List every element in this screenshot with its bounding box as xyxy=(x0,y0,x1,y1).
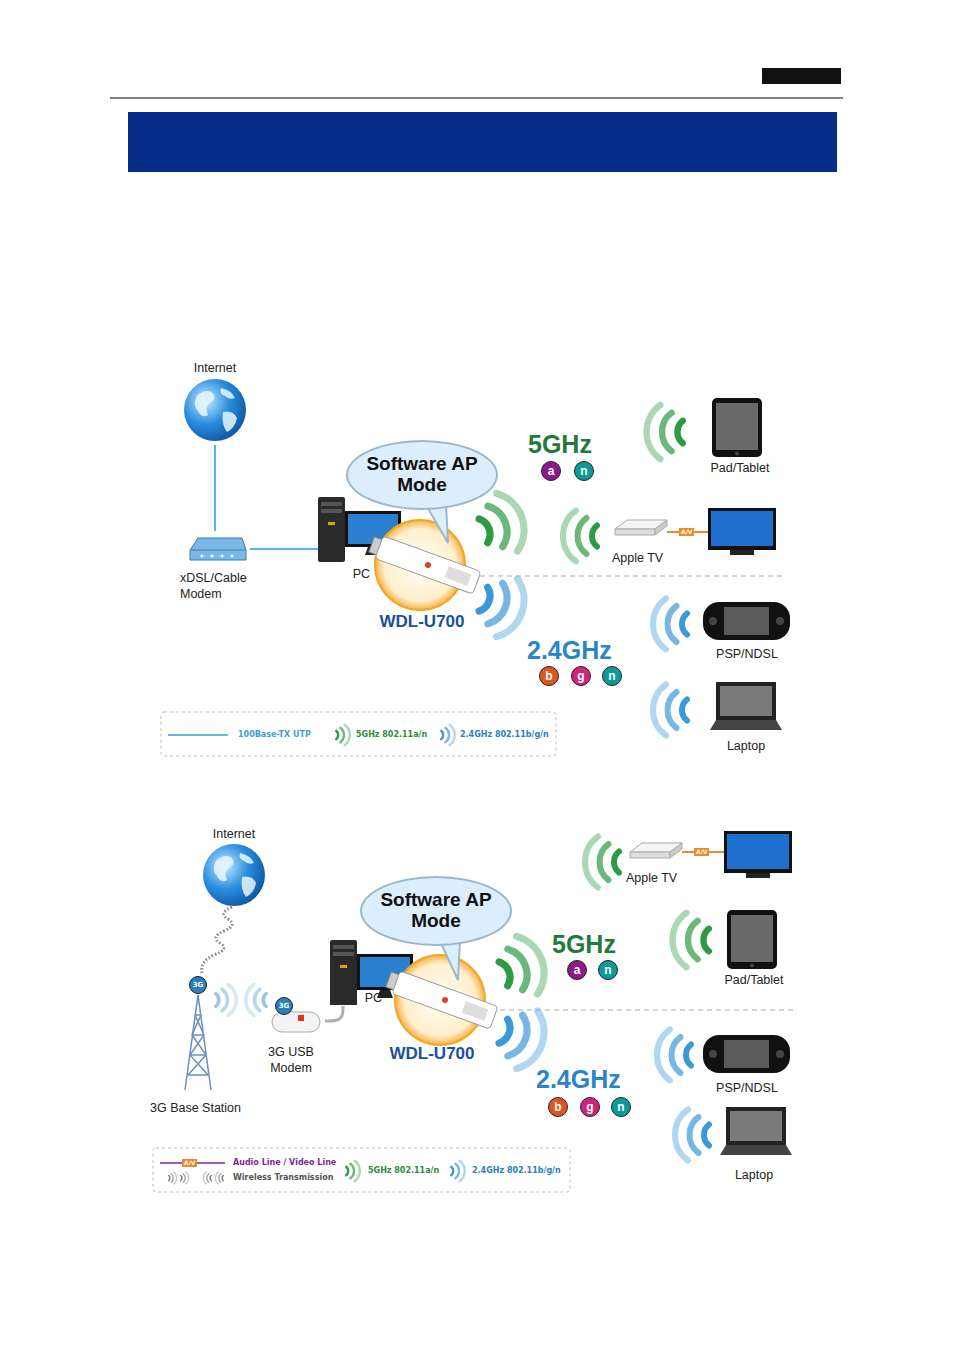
internet-globe: Internet xyxy=(202,826,266,908)
3g-badge: 3G xyxy=(189,976,207,994)
band-badge: n xyxy=(598,960,618,980)
band-badge: g xyxy=(580,1097,600,1117)
node-label: 3G Base Station xyxy=(150,1100,241,1116)
node-label: PC xyxy=(365,990,382,1006)
internet-globe: Internet xyxy=(183,360,247,445)
usb-modem-icon: 3G USB Modem xyxy=(257,1010,325,1076)
band-label: 5GHz xyxy=(528,430,592,459)
cable-tag: A/V xyxy=(679,528,694,536)
callout-bubble: Software AP Mode xyxy=(360,876,512,946)
node-label: a xyxy=(548,465,555,477)
band-badge: n xyxy=(611,1097,631,1117)
cable-tag: A/V xyxy=(182,1159,197,1167)
node-label: Apple TV xyxy=(626,870,677,886)
node-label: n xyxy=(580,465,587,477)
apple-tv-icon: Apple TV xyxy=(626,840,692,886)
node-label: Internet xyxy=(194,360,236,376)
psp-icon: PSP/NDSL xyxy=(700,1032,794,1096)
band-badge: b xyxy=(539,666,559,686)
legend-text: Wireless Transmission xyxy=(233,1174,333,1182)
legend-text: Audio Line / Video Line xyxy=(233,1159,336,1167)
psp-icon: PSP/NDSL xyxy=(700,598,794,662)
legend-text: 5GHz 802.11a/n xyxy=(368,1167,439,1175)
network-cable xyxy=(250,548,318,550)
band-badge: a xyxy=(567,960,587,980)
usb-adapter: WDL-U700 xyxy=(366,520,478,632)
node-label: a xyxy=(574,964,581,976)
node-label: 3G xyxy=(193,982,204,989)
node-label: PSP/NDSL xyxy=(716,1080,778,1096)
callout-bubble: Software AP Mode xyxy=(346,440,498,510)
node-label: Laptop xyxy=(735,1167,773,1183)
node-label: Software AP Mode xyxy=(358,454,486,496)
band-badge: n xyxy=(574,461,594,481)
legend-text: 100Base-TX UTP xyxy=(238,731,311,739)
band-label: 2.4GHz xyxy=(536,1065,621,1094)
modem-icon: xDSL/Cable Modem xyxy=(180,531,250,602)
node-label: 3G USB Modem xyxy=(257,1044,325,1077)
usb-cable xyxy=(325,1006,343,1021)
node-label: WDL-U700 xyxy=(389,1045,474,1064)
node-label: PSP/NDSL xyxy=(716,646,778,662)
base-station-tower: 3G Base Station xyxy=(150,1096,265,1116)
cable-tag: A/V xyxy=(694,848,709,856)
3g-badge: 3G xyxy=(275,997,293,1015)
node-label: g xyxy=(577,670,584,682)
band-label: 5GHz xyxy=(552,930,616,959)
node-label: g xyxy=(586,1101,593,1113)
node-label: b xyxy=(554,1101,561,1113)
node-label: xDSL/Cable Modem xyxy=(180,570,250,603)
laptop-icon: Laptop xyxy=(708,678,784,754)
legend-text: 5GHz 802.11a/n xyxy=(356,731,427,739)
node-label: WDL-U700 xyxy=(379,613,464,632)
node-label: PC xyxy=(353,566,370,582)
network-cable xyxy=(214,445,216,531)
tablet-icon: Pad/Tablet xyxy=(700,396,780,476)
band-badge: a xyxy=(541,461,561,481)
laptop-icon: Laptop xyxy=(722,1103,786,1183)
node-label: b xyxy=(545,670,552,682)
node-label: Software AP Mode xyxy=(372,890,500,932)
band-badge: g xyxy=(571,666,591,686)
band-label: 2.4GHz xyxy=(527,636,612,665)
node-label: Apple TV xyxy=(612,550,663,566)
node-label: n xyxy=(617,1101,624,1113)
band-badge: n xyxy=(602,666,622,686)
node-label: 3G xyxy=(279,1003,290,1010)
node-label: Pad/Tablet xyxy=(724,972,783,988)
legend-text: 2.4GHz 802.11b/g/n xyxy=(460,731,549,739)
band-badge: b xyxy=(548,1097,568,1117)
node-label: Pad/Tablet xyxy=(710,460,769,476)
node-label: Laptop xyxy=(727,738,765,754)
tablet-icon: Pad/Tablet xyxy=(714,906,794,988)
node-label: n xyxy=(604,964,611,976)
pc-icon: PC xyxy=(328,938,382,1006)
apple-tv-icon: Apple TV xyxy=(612,518,672,566)
legend-text: 2.4GHz 802.11b/g/n xyxy=(472,1167,561,1175)
node-label: Internet xyxy=(213,826,255,842)
node-label: n xyxy=(608,670,615,682)
pc-icon: PC xyxy=(318,495,370,582)
usb-adapter: WDL-U700 xyxy=(380,960,484,1064)
